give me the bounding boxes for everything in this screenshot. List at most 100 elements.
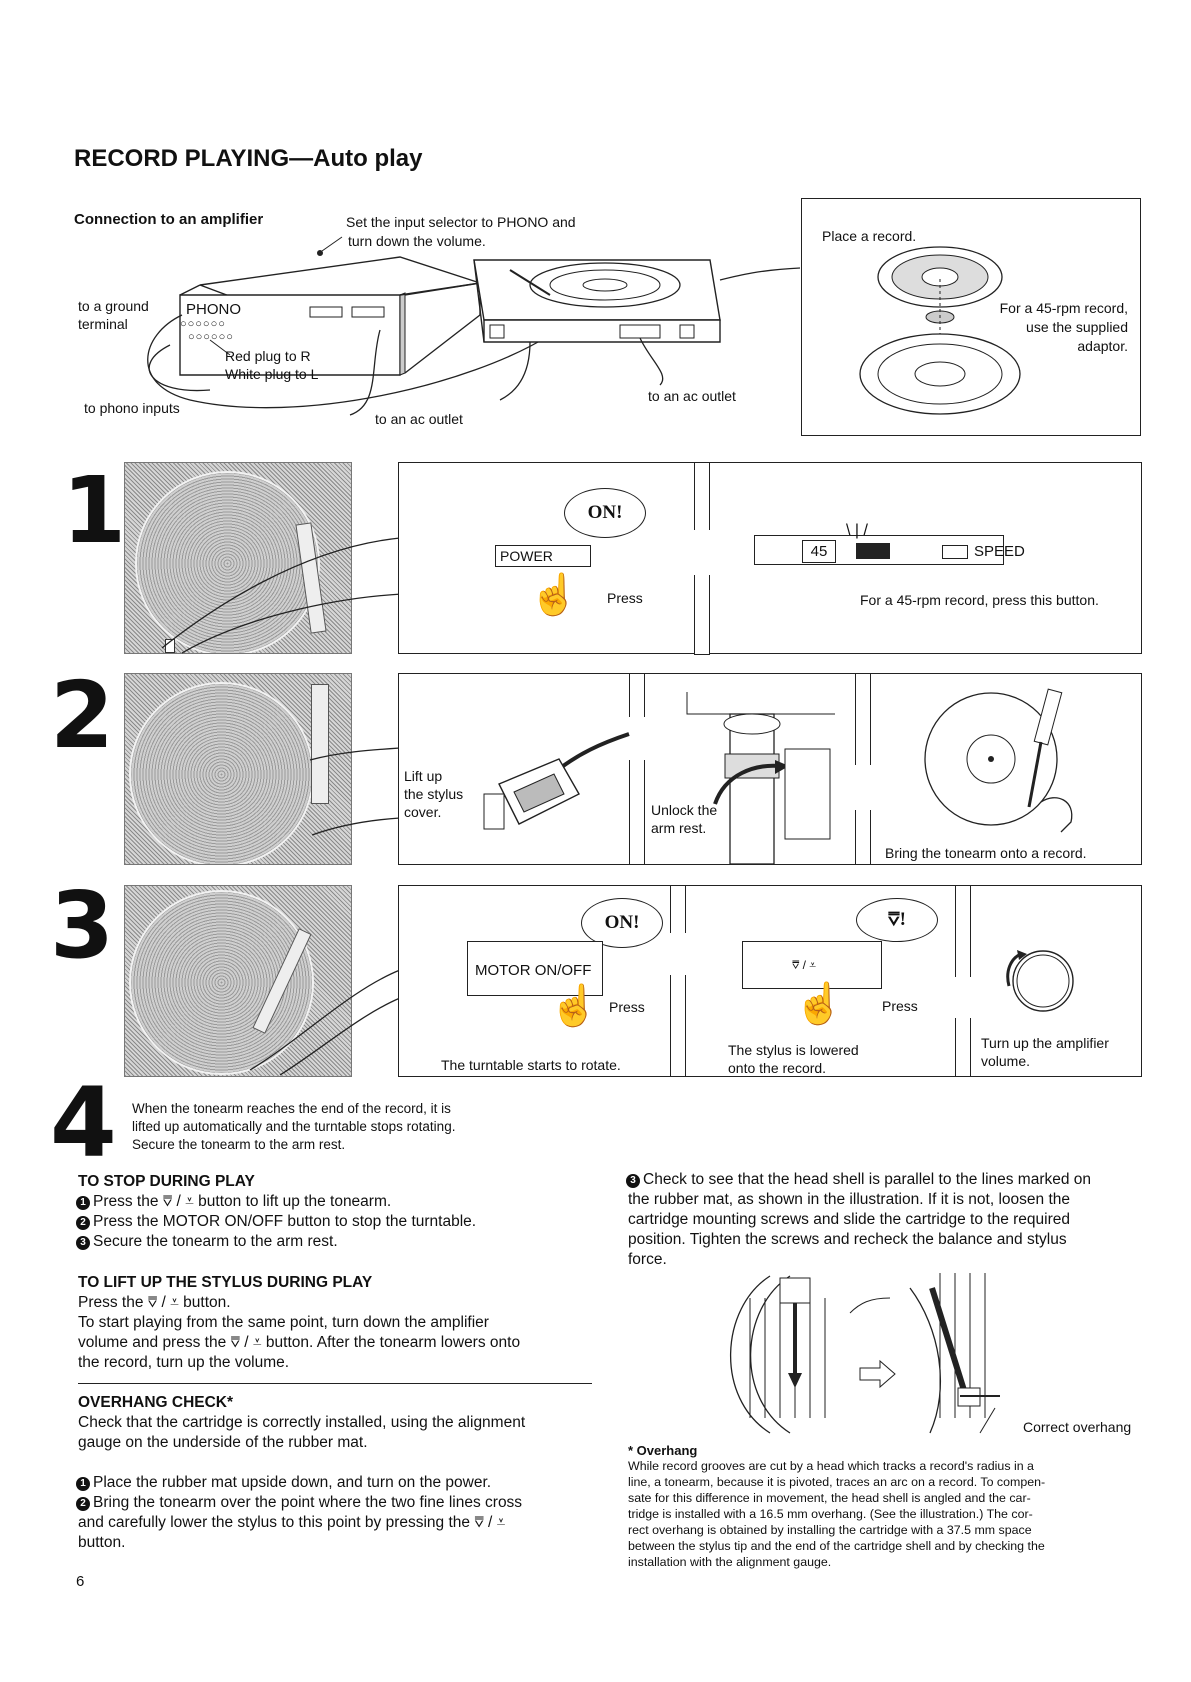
correct-overhang-label: Correct overhang [1023, 1419, 1132, 1435]
ground-terminal-line1: to a ground [78, 298, 149, 314]
ac-outlet-label-2: to an ac outlet [648, 388, 736, 404]
page-title: RECORD PLAYING—Auto play [74, 145, 423, 172]
lift-heading: TO LIFT UP THE STYLUS DURING PLAY [78, 1274, 373, 1291]
step-2-stylus-box: Lift up the stylus cover. [398, 673, 632, 865]
place-record-box: Place a record. For a 45-rpm record, use… [801, 198, 1141, 436]
press-label-2: Press [609, 999, 645, 1015]
lift-line1: Press the ⩢ / ⩡ button. [78, 1294, 231, 1311]
step-3-cue-box: ⩢! ⩢ / ⩡ ☝ Press The stylus is lowered o… [686, 885, 971, 1077]
speed-panel [754, 535, 1004, 565]
unlock-line1: Unlock the [651, 802, 718, 818]
place-record-title: Place a record. [822, 228, 917, 244]
check-para-4: position. Tighten the screws and recheck… [628, 1231, 1067, 1248]
lift-line2: To start playing from the same point, tu… [78, 1314, 489, 1331]
red-plug-label: Red plug to R [225, 348, 311, 364]
unlock-line2: arm rest. [651, 820, 707, 836]
check-para-3: cartridge mounting screws and slide the … [628, 1211, 1070, 1228]
lowered-line1: The stylus is lowered [728, 1042, 859, 1058]
speed-note: For a 45-rpm record, press this button. [860, 592, 1099, 608]
ac-outlet-label-1: to an ac outlet [375, 411, 463, 427]
motor-button-panel [467, 941, 603, 996]
overhang-line2: gauge on the underside of the rubber mat… [78, 1434, 368, 1451]
amp-note-line1: Turn up the amplifier [981, 1035, 1109, 1051]
press-label: Press [607, 590, 643, 606]
jacks-row-1: ○○○○○○ [180, 318, 226, 330]
turntable-illustration [473, 259, 801, 401]
on-bubble-2: ON! [581, 898, 663, 948]
adaptor-note-line2: use the supplied [1026, 319, 1128, 335]
step-1-turntable-photo [124, 462, 352, 654]
step-1-speed-box: 45 \ | / SPEED For a 45-rpm record, pres… [710, 462, 1142, 654]
step-2-tonearm-box: Bring the tonearm onto a record. [871, 673, 1142, 865]
pointing-hand-icon-2: ☝ [549, 984, 599, 1028]
volume-knob-icon [1006, 950, 1074, 1012]
power-button[interactable]: POWER [495, 545, 591, 567]
phono-label: PHONO [186, 301, 242, 318]
footnote-line4: tridge is installed with a 16.5 mm overh… [628, 1507, 1033, 1521]
tonearm-illustration [924, 688, 1073, 833]
motor-on-off-button[interactable]: MOTOR ON/OFF [475, 962, 592, 979]
footnote-line2: line, a tonearm, because it is pivoted, … [628, 1475, 1046, 1489]
check-para-2: the rubber mat, as shown in the illustra… [628, 1191, 1070, 1208]
speed-label: SPEED [974, 543, 1025, 560]
overhang-item-2b: and carefully lower the stylus to this p… [78, 1514, 506, 1531]
ground-terminal-line2: terminal [78, 316, 128, 332]
speed-45-button[interactable]: 45 [802, 540, 836, 563]
pointing-hand-icon: ☝ [529, 573, 579, 617]
step-2-leader-lines [309, 747, 401, 836]
page-number: 6 [76, 1573, 85, 1590]
lift-line3: volume and press the ⩢ / ⩡ button. After… [78, 1334, 521, 1351]
cue-button[interactable]: ⩢ / ⩡ [792, 958, 817, 972]
step-3-number: 3 [50, 872, 115, 979]
footnote-line1: While record grooves are cut by a head w… [628, 1459, 1034, 1473]
armrest-illustration [686, 692, 835, 865]
adaptor-note-line1: For a 45-rpm record, [999, 300, 1128, 316]
amplifier-illustration [147, 236, 551, 416]
on-bubble: ON! [564, 488, 646, 538]
overhang-line1: Check that the cartridge is correctly in… [78, 1414, 526, 1431]
lift-cover-line2: the stylus [404, 786, 464, 802]
cue-button-panel [742, 941, 882, 989]
step-1-power-box: ON! POWER ☝ Press [398, 462, 694, 654]
lift-cover-line1: Lift up [404, 768, 443, 784]
jacks-row-2: ○○○○○○ [188, 331, 234, 343]
cartridge-illustration [483, 732, 630, 830]
step-3-motor-box: ON! MOTOR ON/OFF ☝ Press The turntable s… [398, 885, 670, 1077]
step-2-armrest-box: Unlock the arm rest. [645, 673, 855, 865]
step-2-number: 2 [50, 662, 115, 769]
step-1-leader-lines [161, 537, 403, 654]
footnote-heading: * Overhang [628, 1443, 698, 1458]
connection-heading: Connection to an amplifier [74, 211, 264, 228]
step-2-turntable-photo [124, 673, 352, 865]
bring-tonearm-note: Bring the tonearm onto a record. [885, 845, 1087, 861]
speed-indicator-rays: \ | / [846, 522, 868, 539]
adaptor-note-line3: adaptor. [1077, 338, 1128, 354]
step-3-amp-box: Turn up the amplifier volume. [971, 885, 1142, 1077]
amp-note-line2: volume. [981, 1053, 1031, 1069]
footnote-line7: installation with the alignment gauge. [628, 1555, 832, 1569]
connection-note-line2: turn down the volume. [348, 233, 486, 249]
overhang-heading: OVERHANG CHECK* [78, 1394, 234, 1411]
phono-inputs-label: to phono inputs [84, 400, 180, 416]
pointing-hand-icon-3: ☝ [794, 982, 844, 1026]
step-4-line3: Secure the tonearm to the arm rest. [132, 1137, 346, 1152]
footnote-line5: rect overhang is obtained by installing … [628, 1523, 1032, 1537]
speed-button[interactable] [942, 545, 968, 559]
lowered-line2: onto the record. [728, 1060, 827, 1076]
step-4-line1: When the tonearm reaches the end of the … [132, 1101, 451, 1116]
speed-indicator-light [856, 543, 890, 559]
step-3-turntable-photo [124, 885, 352, 1077]
lift-line4: the record, turn up the volume. [78, 1354, 290, 1371]
check-para-5: force. [628, 1251, 667, 1268]
press-label-3: Press [882, 998, 918, 1014]
step-3-leader-lines [249, 969, 401, 1076]
step-4-number: 4 [50, 1067, 117, 1179]
overhang-item-2c: button. [78, 1534, 126, 1551]
step-1-number: 1 [62, 457, 127, 564]
